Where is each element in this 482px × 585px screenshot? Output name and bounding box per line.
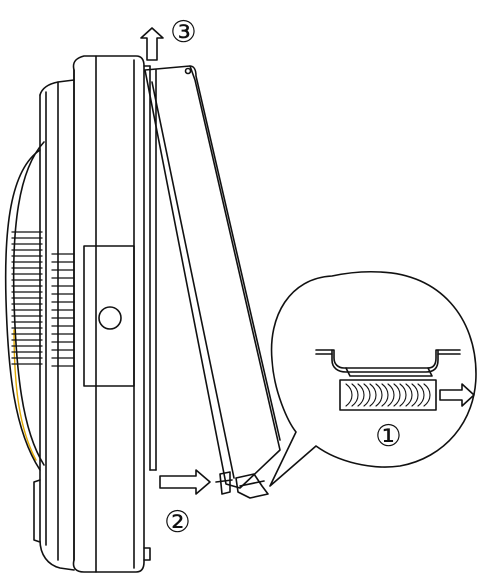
- side-panel: [83, 245, 135, 387]
- magnified-detail-callout: [269, 270, 477, 487]
- back-fan-housing: [4, 141, 45, 471]
- arrow-right-icon: [159, 469, 211, 495]
- main-body: [33, 55, 157, 573]
- slider-chevrons: [345, 383, 431, 407]
- arrow-up-icon: [140, 27, 164, 61]
- step-label-2: ②: [164, 505, 191, 540]
- latch-slider: [339, 379, 437, 411]
- side-vents: [51, 253, 75, 367]
- front-panel: [144, 65, 281, 499]
- step-label-3: ③: [170, 15, 197, 50]
- arrow-slide-right-icon: [439, 383, 475, 407]
- fan-grille: [11, 231, 43, 365]
- side-knob: [98, 306, 122, 330]
- step-label-1: ①: [375, 419, 402, 454]
